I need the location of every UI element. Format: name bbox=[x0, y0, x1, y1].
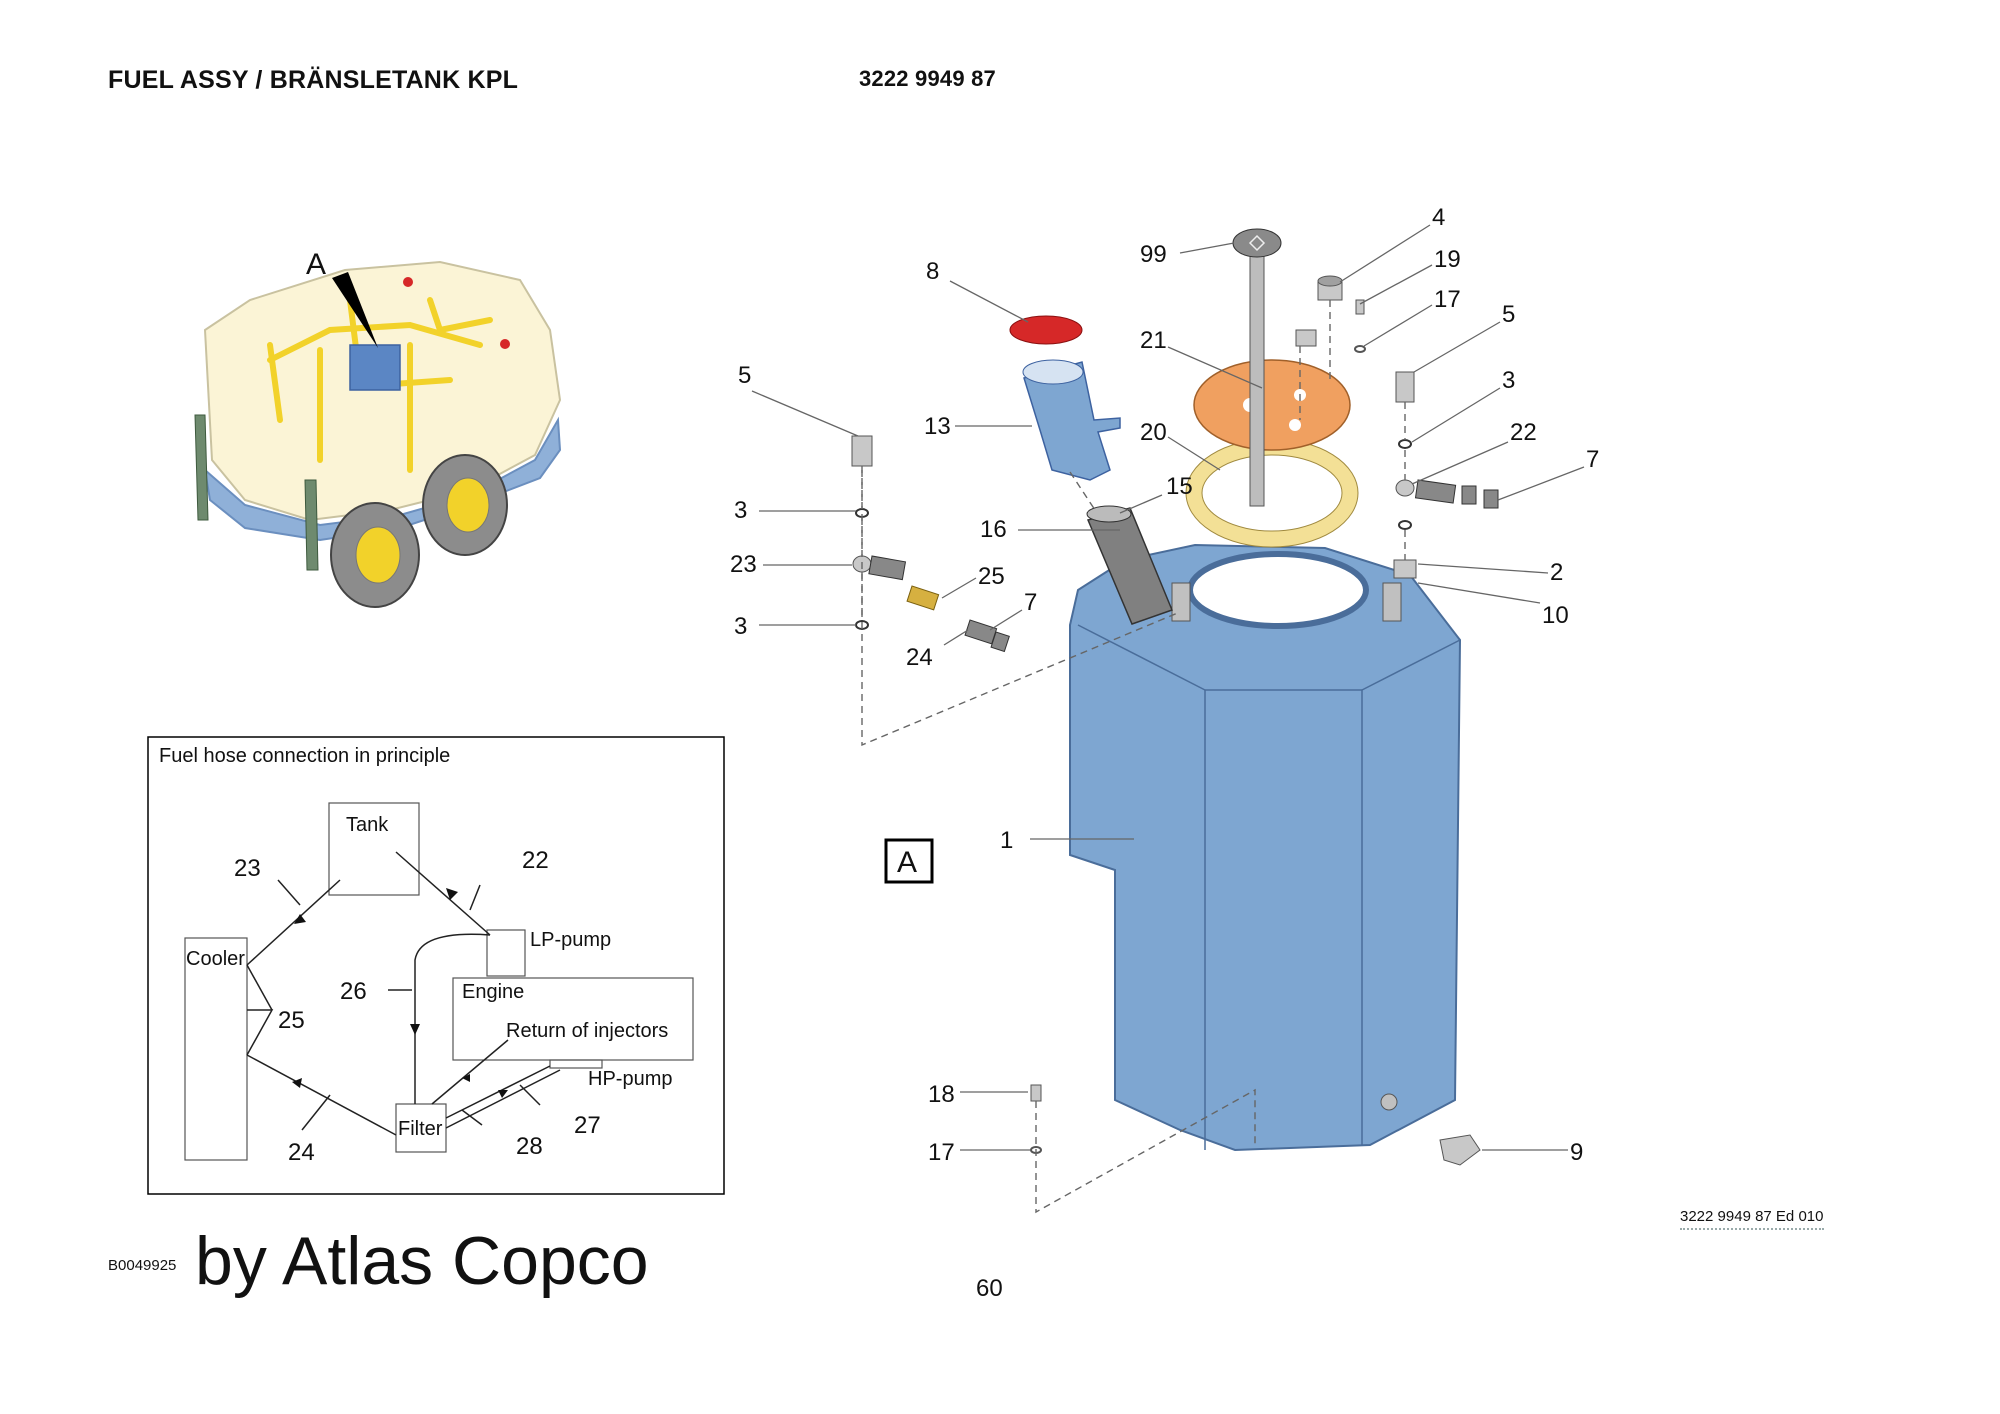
principle-num-22: 22 bbox=[522, 847, 549, 874]
callout-7-right: 7 bbox=[1586, 446, 1599, 473]
view-a-marker-letter: A bbox=[897, 846, 917, 879]
principle-num-25: 25 bbox=[278, 1007, 305, 1034]
principle-title: Fuel hose connection in principle bbox=[159, 745, 450, 767]
figure-id: B0049925 bbox=[108, 1257, 177, 1274]
callout-20: 20 bbox=[1140, 419, 1167, 446]
principle-num-23: 23 bbox=[234, 855, 261, 882]
callout-99: 99 bbox=[1140, 241, 1167, 268]
fuel-hose-principle-diagram: Fuel hose connection in principle Tank C… bbox=[147, 736, 725, 1195]
edition-underline bbox=[1680, 1228, 1824, 1232]
label-filter: Filter bbox=[398, 1118, 443, 1140]
label-return-injectors: Return of injectors bbox=[506, 1020, 668, 1042]
callout-8: 8 bbox=[926, 258, 939, 285]
machine-overview-illustration: A bbox=[194, 248, 562, 608]
dipstick-item-99 bbox=[1249, 245, 1265, 507]
callout-10: 10 bbox=[1542, 602, 1569, 629]
callout-18: 18 bbox=[928, 1081, 955, 1108]
callout-24: 24 bbox=[906, 644, 933, 671]
watermark: by Atlas Copco bbox=[195, 1223, 649, 1299]
callout-22: 22 bbox=[1510, 419, 1537, 446]
callout-25: 25 bbox=[978, 563, 1005, 590]
callout-3-left-bottom: 3 bbox=[734, 613, 747, 640]
document-title: FUEL ASSY / BRÄNSLETANK KPL bbox=[108, 66, 519, 94]
callout-2: 2 bbox=[1550, 559, 1563, 586]
flange-item-21 bbox=[1193, 359, 1351, 451]
callout-23: 23 bbox=[730, 551, 757, 578]
callout-19: 19 bbox=[1434, 246, 1461, 273]
gasket-item-20 bbox=[1186, 439, 1358, 547]
view-letter-a: A bbox=[306, 248, 326, 281]
document-part-number: 3222 9949 87 bbox=[859, 66, 996, 91]
filler-cap-item-8 bbox=[1009, 315, 1083, 345]
callout-3-right-top: 3 bbox=[1502, 367, 1515, 394]
principle-num-28: 28 bbox=[516, 1133, 543, 1160]
principle-num-24: 24 bbox=[288, 1139, 315, 1166]
callout-7-left: 7 bbox=[1024, 589, 1037, 616]
label-cooler: Cooler bbox=[186, 948, 245, 970]
callout-numbers: 4 99 19 8 17 21 5 5 3 13 20 22 7 3 15 16… bbox=[730, 204, 1599, 1166]
callout-13: 13 bbox=[924, 413, 951, 440]
view-a-marker-box bbox=[884, 838, 934, 884]
edition-label: 3222 9949 87 Ed 010 bbox=[1680, 1208, 1824, 1225]
callout-15: 15 bbox=[1166, 473, 1193, 500]
label-tank: Tank bbox=[346, 814, 389, 836]
callout-5-left: 5 bbox=[738, 362, 751, 389]
label-engine: Engine bbox=[462, 981, 524, 1003]
callout-16: 16 bbox=[980, 516, 1007, 543]
callout-5-right: 5 bbox=[1502, 301, 1515, 328]
callout-4: 4 bbox=[1432, 204, 1445, 231]
callout-9: 9 bbox=[1570, 1139, 1583, 1166]
label-hp-pump: HP-pump bbox=[588, 1068, 672, 1090]
principle-num-26: 26 bbox=[340, 978, 367, 1005]
fuel-tank-item-1 bbox=[1069, 543, 1462, 1152]
callout-21: 21 bbox=[1140, 327, 1167, 354]
callout-1: 1 bbox=[1000, 827, 1013, 854]
callout-3-left-top: 3 bbox=[734, 497, 747, 524]
callout-17-bottom: 17 bbox=[928, 1139, 955, 1166]
label-lp-pump: LP-pump bbox=[530, 929, 611, 951]
filler-neck-item-13 bbox=[1023, 361, 1121, 481]
principle-num-27: 27 bbox=[574, 1112, 601, 1139]
page-number: 60 bbox=[976, 1275, 1003, 1302]
callout-17-top: 17 bbox=[1434, 286, 1461, 313]
